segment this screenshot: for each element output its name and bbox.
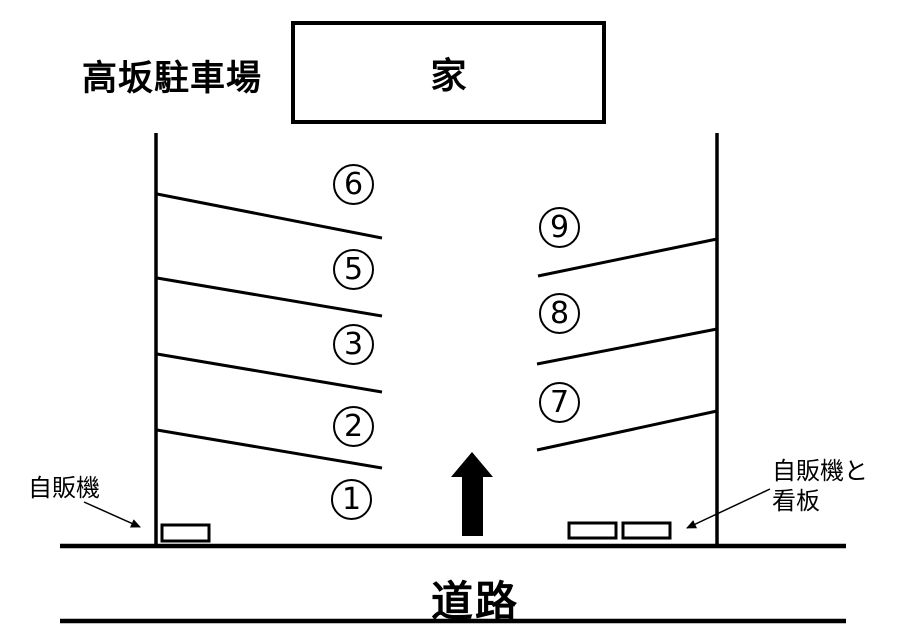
parking-spot-6: 6 [333, 164, 374, 205]
parking-spot-9: 9 [539, 207, 580, 248]
house-label: 家 [430, 55, 467, 97]
parking-spot-2-number: 2 [343, 408, 364, 444]
right-space-divider-3 [536, 409, 718, 452]
up-arrow-icon [451, 452, 493, 536]
parking-spot-9-number: 9 [549, 209, 570, 245]
left-space-divider-4 [156, 428, 383, 470]
left-space-divider-2 [156, 276, 383, 318]
right-space-divider-1 [537, 237, 718, 278]
parking-spot-6-number: 6 [343, 166, 364, 202]
parking-spot-3: 3 [333, 324, 374, 365]
parking-spot-3-number: 3 [343, 326, 364, 362]
left-vending-annotation: 自販機 [28, 474, 100, 502]
house-box [291, 21, 606, 124]
parking-spot-7: 7 [539, 382, 580, 423]
diagram-title: 高坂駐車場 [82, 59, 263, 99]
parking-spot-1-number: 1 [341, 481, 362, 517]
parking-spot-1: 1 [331, 479, 372, 520]
parking-spot-8: 8 [539, 293, 580, 334]
parking-spot-8-number: 8 [549, 295, 570, 331]
parking-spot-2: 2 [333, 406, 374, 447]
parking-spot-5-number: 5 [343, 251, 364, 287]
right-signboard-rect [621, 521, 672, 540]
left-vending-machine-rect [160, 523, 211, 543]
left-space-divider-1 [156, 192, 383, 240]
road-label: 道路 [430, 577, 519, 626]
left-leader-arrow-icon [83, 501, 141, 528]
parking-spot-7-number: 7 [549, 384, 570, 420]
right-vending-annotation: 自販機と 看板 [772, 457, 868, 515]
right-vending-machine-rect [567, 521, 618, 540]
left-space-divider-3 [156, 352, 383, 394]
parking-spot-5: 5 [333, 249, 374, 290]
right-space-divider-2 [536, 327, 718, 366]
right-leader-arrow-icon [686, 488, 771, 529]
